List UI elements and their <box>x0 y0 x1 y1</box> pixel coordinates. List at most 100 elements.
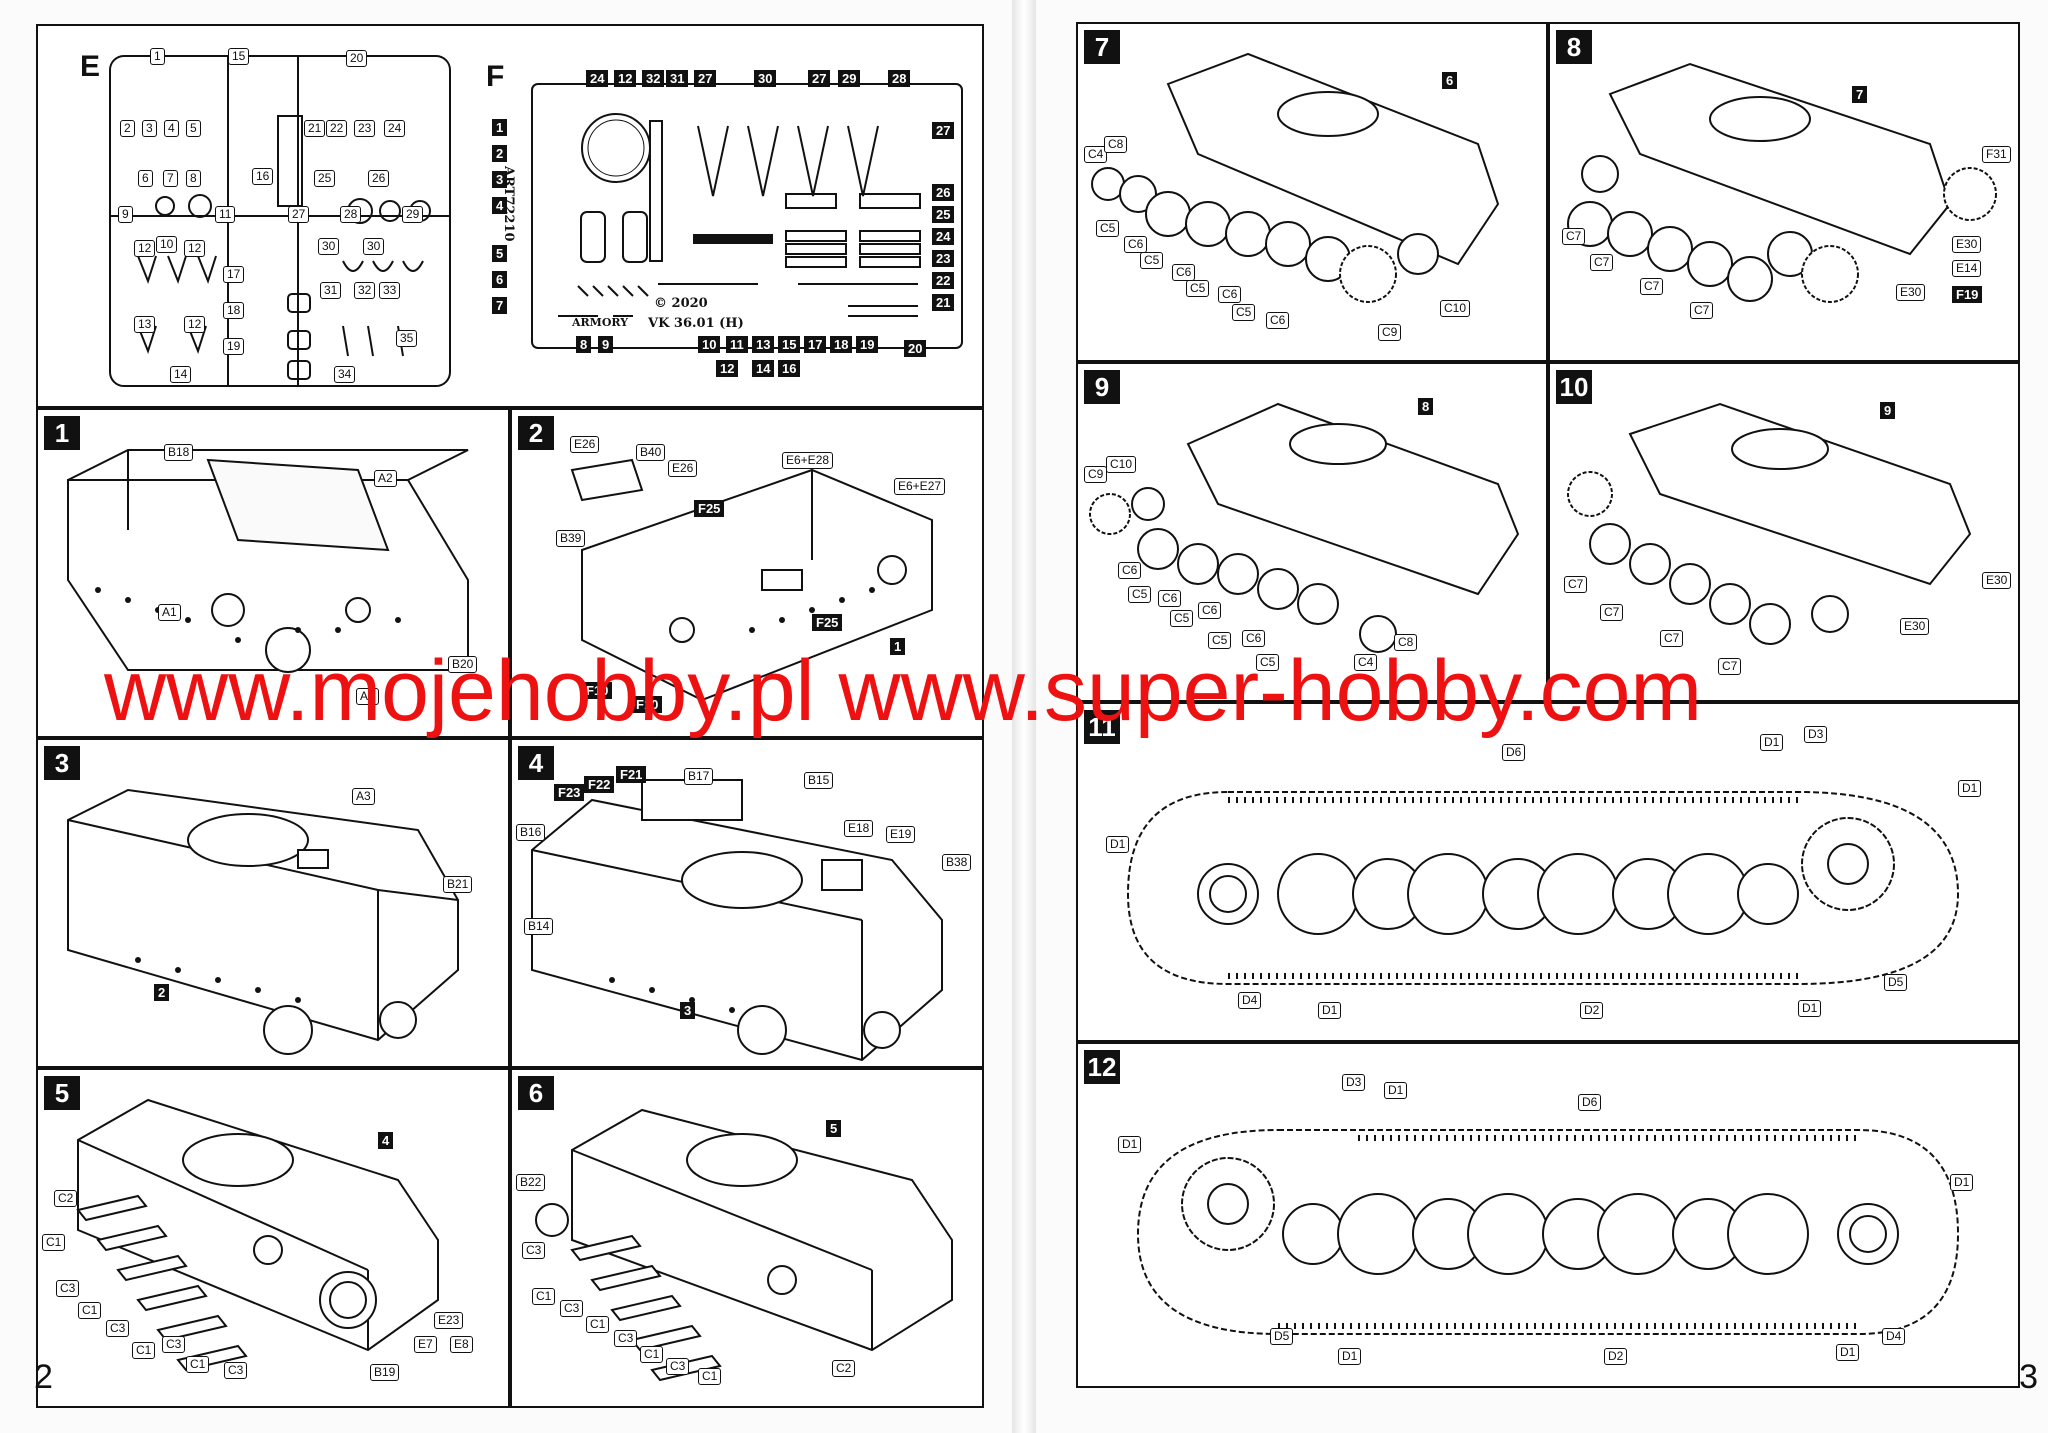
part-callout: C10 <box>1440 300 1471 317</box>
part-callout: C1 <box>186 1356 210 1373</box>
sprue-f-part: 16 <box>778 360 801 377</box>
sprue-f-part: 4 <box>492 197 508 214</box>
subassembly-ref: 4 <box>378 1132 394 1149</box>
part-callout: E18 <box>844 820 874 837</box>
brand-logo: ARMORY <box>572 316 629 329</box>
step-12-panel: 12 D3 D1 D6 D1 D1 D5 D1 D2 D1 D4 <box>1076 1042 2020 1388</box>
step-number: 10 <box>1556 370 1592 404</box>
part-callout: B40 <box>636 444 666 461</box>
sprue-f-part: 7 <box>492 297 508 314</box>
copyright: © 2020 <box>654 296 708 311</box>
part-callout: E6+E28 <box>782 452 834 469</box>
sprue-f-part: 1 <box>492 119 508 136</box>
part-callout: B18 <box>164 444 194 461</box>
sprue-e-part: 12 <box>184 316 206 333</box>
part-callout: C7 <box>1590 254 1614 271</box>
part-callout: C5 <box>1128 586 1152 603</box>
step-number: 11 <box>1084 710 1120 744</box>
part-callout: F23 <box>554 784 585 801</box>
part-callout: D1 <box>1318 1002 1342 1019</box>
sprue-f-part: 24 <box>932 228 955 245</box>
part-callout: C6 <box>1118 562 1142 579</box>
part-callout: D4 <box>1238 992 1262 1009</box>
part-callout: F25 <box>812 614 843 631</box>
part-callout: C1 <box>42 1234 66 1251</box>
part-callout: B17 <box>684 768 714 785</box>
part-callout: C8 <box>1104 136 1128 153</box>
step-10-panel: 10 C7 C7 C7 C7 E30 E30 9 <box>1548 362 2020 702</box>
part-callout: D1 <box>1118 1136 1142 1153</box>
hull-drawing <box>535 1108 953 1382</box>
hull-drawing <box>1567 402 1972 645</box>
sprue-e-part: 20 <box>346 50 368 67</box>
part-callout: D4 <box>1882 1328 1906 1345</box>
part-callout: E30 <box>1952 236 1982 253</box>
sprue-f-part: 14 <box>752 360 775 377</box>
sprue-f-part: 22 <box>932 272 955 289</box>
sprue-e-part: 11 <box>215 206 236 223</box>
sprue-f-part: 27 <box>808 70 831 87</box>
sprue-f-part: 27 <box>932 122 955 139</box>
part-callout: C3 <box>614 1330 638 1347</box>
part-callout: E26 <box>668 460 698 477</box>
sprue-e-part: 22 <box>326 120 348 137</box>
step-5-panel: 5 C2 C1 C3 C1 C3 C1 C3 C1 C <box>36 1068 510 1408</box>
part-callout: E30 <box>1900 618 1930 635</box>
sprue-e-part: 23 <box>354 120 376 137</box>
part-callout: D6 <box>1502 744 1526 761</box>
part-callout: B22 <box>516 1174 546 1191</box>
step-2-panel: 2 E26 B40 E26 B39 F25 E6+E28 E6+E27 F25 … <box>510 408 984 738</box>
part-callout: C3 <box>666 1358 690 1375</box>
part-callout: B21 <box>443 876 473 893</box>
sprue-f-part: 29 <box>838 70 861 87</box>
sprue-e-part: 7 <box>163 170 178 187</box>
part-callout: B19 <box>370 1364 400 1381</box>
part-callout: C6 <box>1266 312 1290 329</box>
hull-drawing <box>67 788 459 1055</box>
sprue-e-part: 19 <box>223 338 245 355</box>
part-callout: E14 <box>1952 260 1982 277</box>
part-callout: C1 <box>78 1302 102 1319</box>
step-number: 5 <box>44 1076 80 1110</box>
subassembly-ref: 3 <box>680 1002 696 1019</box>
part-callout: C3 <box>106 1320 130 1337</box>
part-callout: D1 <box>1836 1344 1860 1361</box>
sprue-f-part: 17 <box>804 336 827 353</box>
subassembly-ref: 5 <box>826 1120 842 1137</box>
part-callout: C7 <box>1718 658 1742 675</box>
sprue-e-part: 1 <box>150 48 165 65</box>
sprue-f-part: 12 <box>614 70 637 87</box>
part-callout: A1 <box>158 604 181 621</box>
part-callout: D2 <box>1580 1002 1604 1019</box>
sprue-e-part: 9 <box>118 206 133 223</box>
sprue-e-part: 15 <box>228 48 250 65</box>
book-gutter <box>1012 0 1036 1433</box>
sprue-e-part: 12 <box>184 240 206 257</box>
part-callout: E30 <box>1982 572 2012 589</box>
sprue-e-part: 14 <box>170 366 192 383</box>
part-callout: F10 <box>632 696 663 713</box>
hull-drawing <box>1091 52 1500 303</box>
part-callout: C1 <box>132 1342 156 1359</box>
part-callout: C7 <box>1660 630 1684 647</box>
sprue-e-part: 30 <box>363 238 385 255</box>
part-callout: A3 <box>352 788 375 805</box>
part-callout: B38 <box>942 854 972 871</box>
sprue-e-part: 17 <box>223 266 245 283</box>
step-number: 3 <box>44 746 80 780</box>
sprue-e-part: 6 <box>138 170 153 187</box>
page-number: 2 <box>34 1358 53 1396</box>
subassembly-ref: 6 <box>1442 72 1458 89</box>
sprue-f-part: 31 <box>666 70 689 87</box>
step-number: 1 <box>44 416 80 450</box>
part-callout: C3 <box>224 1362 248 1379</box>
sprue-e-part: 4 <box>164 120 179 137</box>
part-callout: C1 <box>532 1288 556 1305</box>
sprue-f-part: 26 <box>932 184 955 201</box>
part-callout: C1 <box>698 1368 722 1385</box>
step-number: 9 <box>1084 370 1120 404</box>
sprue-f-part: 20 <box>904 340 927 357</box>
subassembly-ref: 9 <box>1880 402 1896 419</box>
hull-drawing <box>67 449 469 673</box>
sprue-e-part: 24 <box>384 120 406 137</box>
